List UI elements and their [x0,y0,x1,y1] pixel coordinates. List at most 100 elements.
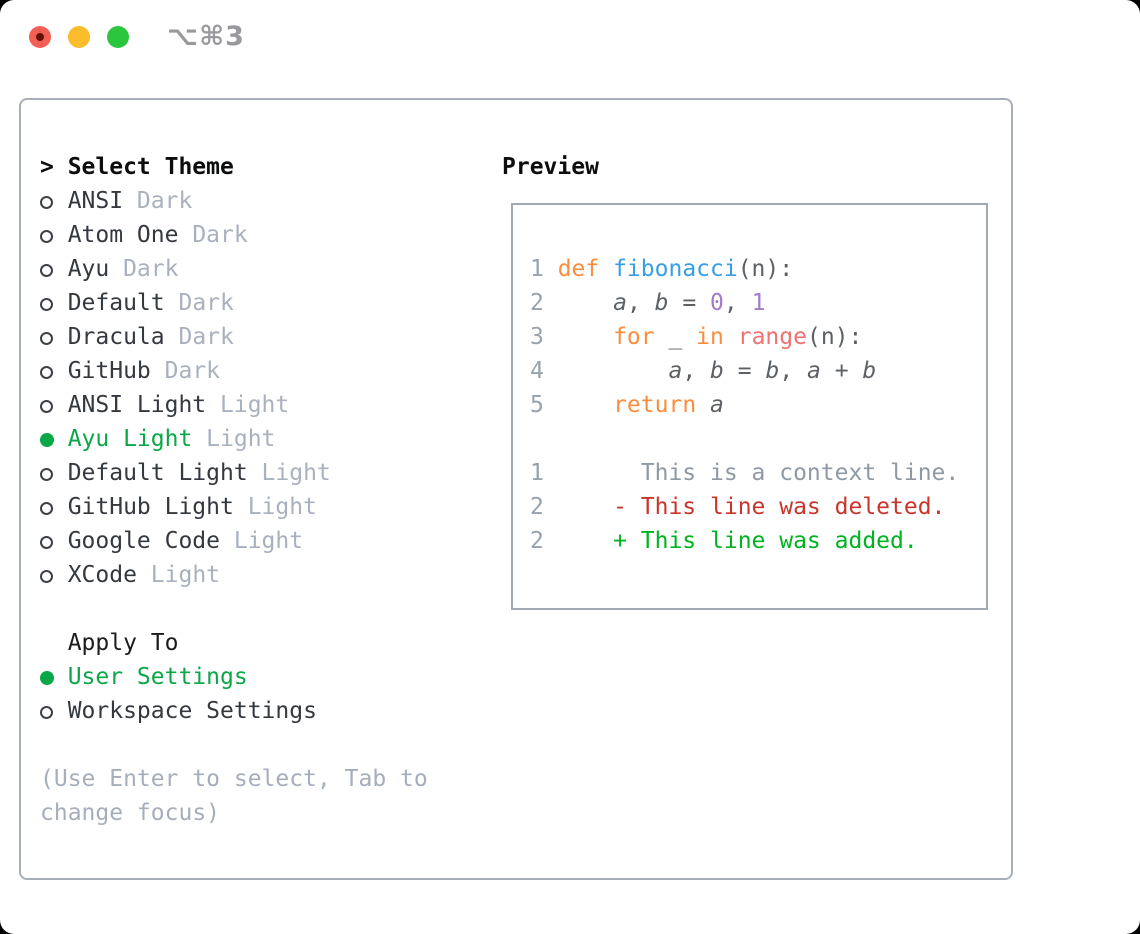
spacer [40,592,440,626]
code-token: def [557,256,614,282]
theme-option-google-code[interactable]: Google Code Light [40,524,440,558]
code-token: b [765,358,780,384]
radio-icon [40,286,68,320]
option-label: Ayu Light [67,426,193,452]
code-token: fibonacci [613,256,738,282]
radio-icon [40,558,68,592]
code-token: b [710,358,724,384]
option-label: GitHub [67,358,151,384]
code-token: range [737,324,807,350]
option-variant-tag: Light [206,426,276,452]
option-label: ANSI [67,188,124,214]
theme-option-atom-one[interactable]: Atom One Dark [40,218,440,252]
line-number: 2 [530,494,544,520]
radio-selected-icon [40,660,68,694]
code-line: 1 This is a context line. [530,456,986,490]
minimize-button[interactable] [68,26,90,48]
option-label: Ayu [67,256,110,282]
line-number: 1 [530,460,544,486]
code-line: 4 a, b = b, a + b [530,354,986,388]
code-token: + [820,358,863,384]
option-variant-tag: Light [261,460,331,486]
radio-selected-icon [40,422,68,456]
option-variant-tag: Light [150,562,221,588]
preview-title: Preview [502,154,599,180]
option-label: Atom One [67,222,179,248]
code-token: - This line was deleted. [557,494,946,520]
code-token: + This line was added. [557,528,918,554]
code-token: , [626,290,655,316]
radio-icon [40,490,68,524]
code-token: _ [654,324,697,350]
code-line: 2 a, b = 0, 1 [530,286,986,320]
code-token [558,324,613,350]
option-label: User Settings [67,664,248,690]
apply-to-title: Apply To [67,630,179,656]
apply-option-user-settings[interactable]: User Settings [40,660,440,694]
theme-option-github[interactable]: GitHub Dark [40,354,440,388]
option-label: ANSI Light [67,392,207,418]
line-number: 3 [530,324,544,350]
spacer [40,728,440,762]
code-token: b [862,358,877,384]
option-variant-tag: Dark [192,222,248,248]
theme-option-dracula[interactable]: Dracula Dark [40,320,440,354]
radio-icon [40,388,68,422]
code-token [696,392,710,418]
code-token [558,392,613,418]
code-token: (n): [737,256,794,282]
radio-icon [40,354,68,388]
option-label: Dracula [67,324,165,350]
code-token: b [654,290,669,316]
code-line: 2 + This line was added. [530,524,986,558]
code-token: 0 [710,290,724,316]
option-label: Google Code [67,528,221,554]
option-label: Default Light [67,460,248,486]
option-variant-tag: Dark [164,358,221,384]
line-number: 2 [530,290,544,316]
theme-option-ayu-light[interactable]: Ayu Light Light [40,422,440,456]
code-token: = [668,290,711,316]
code-token [724,324,738,350]
code-token [558,358,669,384]
code-line [530,422,986,456]
radio-icon [40,252,68,286]
maximize-button[interactable] [107,26,129,48]
code-token: , [682,358,711,384]
radio-icon [40,218,68,252]
option-variant-tag: Dark [123,256,179,282]
select-theme-title: Select Theme [67,154,234,180]
theme-option-default-light[interactable]: Default Light Light [40,456,440,490]
option-variant-tag: Dark [178,324,234,350]
code-token: a [807,358,821,384]
close-button[interactable] [29,26,51,48]
option-label: Workspace Settings [67,698,317,724]
option-variant-tag: Light [247,494,317,520]
select-theme-header: >Select Theme [40,150,440,184]
code-token: a [668,358,683,384]
code-token: , [723,290,752,316]
code-token: (n): [806,324,863,350]
titlebar: ⌥⌘3 [0,0,1140,74]
radio-icon [40,184,68,218]
apply-option-workspace-settings[interactable]: Workspace Settings [40,694,440,728]
close-dot-icon [36,33,44,41]
option-label: Default [67,290,165,316]
code-line: 5 return a [530,388,986,422]
radio-icon [40,524,68,558]
line-number: 4 [530,358,544,384]
theme-option-ayu[interactable]: Ayu Dark [40,252,440,286]
option-variant-tag: Light [233,528,304,554]
